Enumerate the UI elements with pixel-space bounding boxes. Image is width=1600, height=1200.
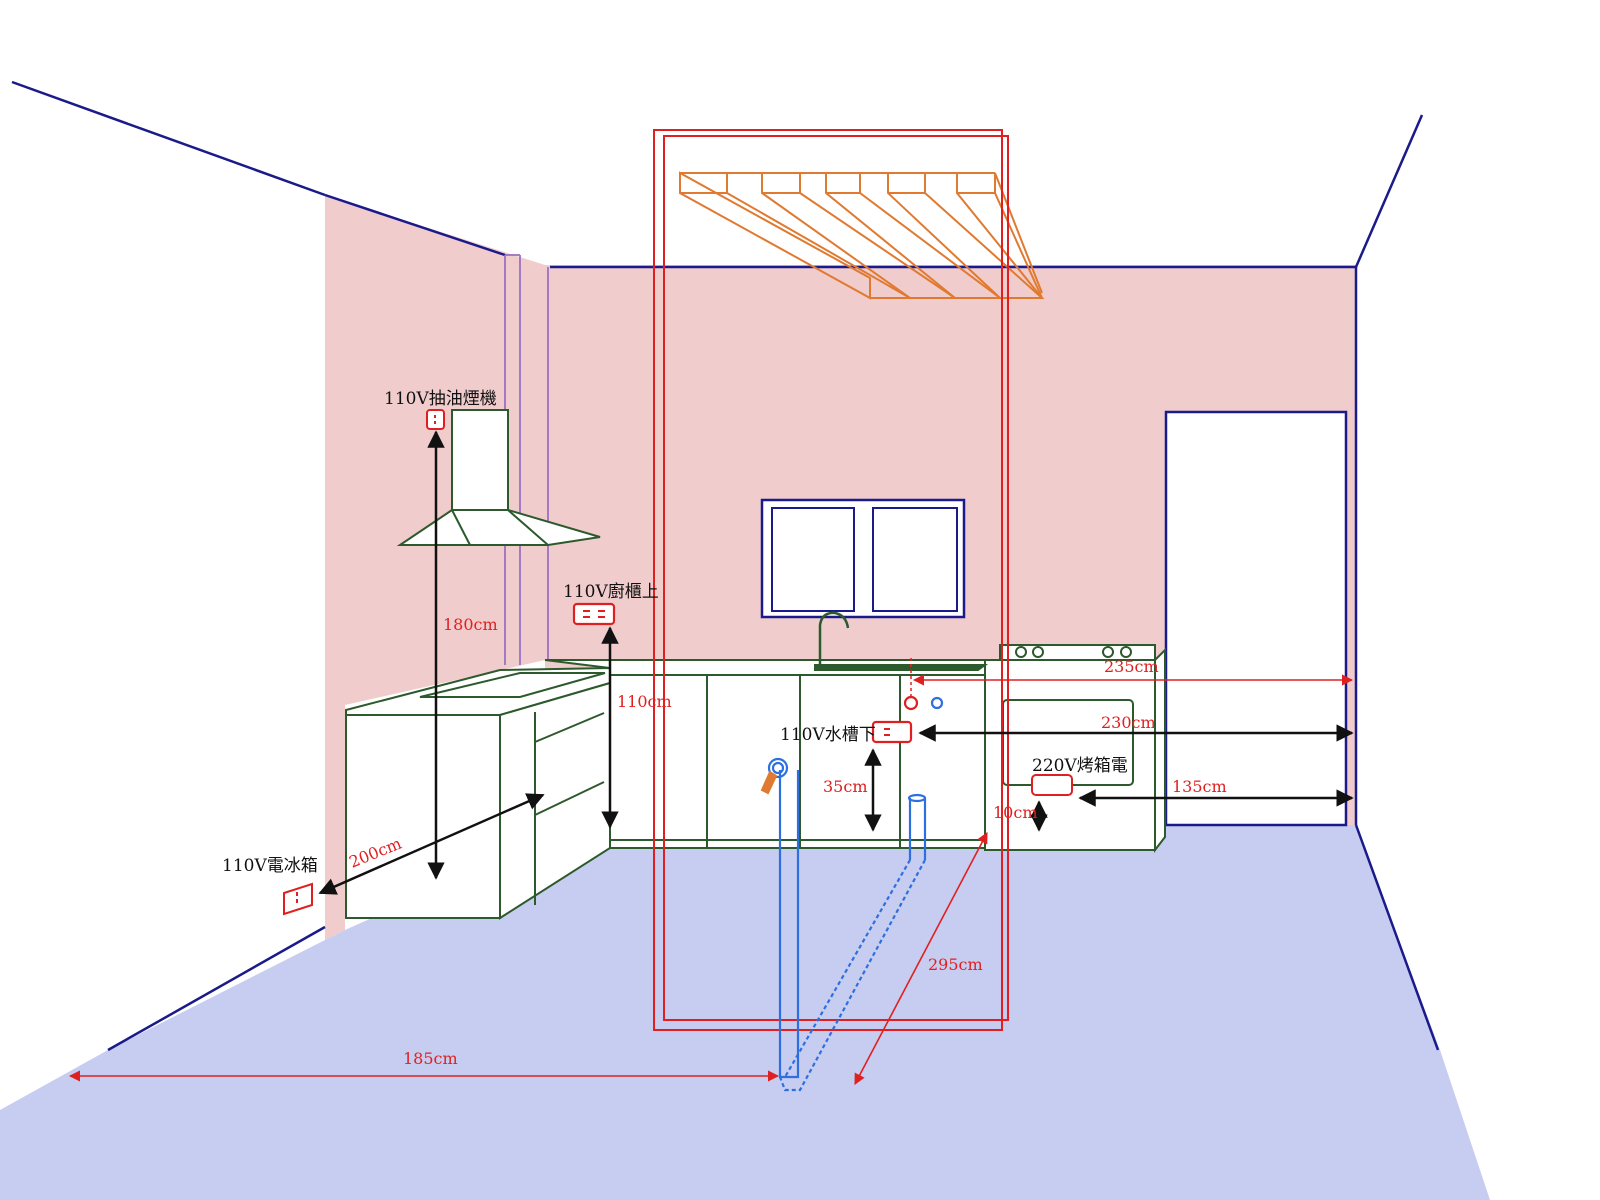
hood-edge-2 [507, 509, 549, 546]
rack-slat-2 [761, 173, 959, 299]
left-cabinet-front [345, 714, 501, 919]
boundary-outer [653, 129, 1003, 1031]
outlet-fridge-icon [283, 882, 313, 916]
dim-35: 35cm [823, 777, 868, 796]
rack-slat-4 [887, 173, 1045, 299]
outlet-red [903, 695, 919, 711]
label-sink-outlet: 110V水槽下 [780, 725, 876, 745]
ceiling-corner-line [324, 193, 506, 257]
dim-185: 185cm [403, 1049, 458, 1068]
knob-2 [1032, 646, 1044, 658]
outlet-oven-icon [1031, 774, 1073, 796]
boundary-inner [663, 135, 1009, 1021]
room-outline [11, 80, 1440, 1052]
floor [0, 825, 1490, 1200]
label-hood-outlet: 110V抽油煙機 [384, 389, 497, 409]
knob-4 [1120, 646, 1132, 658]
window-frame [760, 498, 966, 619]
right-floor-line [1354, 824, 1440, 1051]
electrical-boundary [653, 129, 1009, 1031]
hood-canopy [396, 509, 601, 546]
outlet-blue [930, 696, 944, 710]
red-dimension-arrows [68, 674, 1354, 1085]
label-oven-outlet: 220V烤箱電 [1032, 756, 1128, 776]
hood-chimney [451, 409, 509, 511]
label-fridge-outlet: 110V電冰箱 [222, 856, 318, 876]
dim-295: 295cm [928, 955, 983, 974]
arrow-295 [854, 832, 988, 1085]
outlet-hood-icon [426, 409, 445, 430]
rack-slat-3 [825, 173, 1003, 299]
window [760, 498, 966, 619]
outlet-cabinet-icon [572, 602, 616, 626]
outlet-sink-icon [871, 720, 913, 744]
knob-1 [1015, 646, 1027, 658]
sink [814, 664, 989, 671]
dim-10: 10cm [993, 803, 1038, 822]
black-dimension-arrows [318, 430, 1354, 895]
label-cabinet-outlet: 110V廚櫃上 [563, 581, 659, 602]
valve-handle [760, 770, 778, 795]
arrow-200 [318, 793, 545, 895]
range-hood [396, 409, 601, 546]
drawer-line-2 [534, 781, 605, 816]
rack-slat-1 [679, 171, 914, 300]
faucet [818, 611, 850, 665]
supply-pipe [778, 770, 800, 1079]
window-pane-right [872, 507, 958, 612]
hood-edge-1 [451, 509, 471, 546]
dim-235: 235cm [1104, 657, 1159, 676]
ceiling-rack [679, 171, 1045, 300]
dim-230: 230cm [1101, 713, 1156, 732]
dim-180: 180cm [443, 615, 498, 634]
supply-pipe-top [767, 757, 789, 779]
right-ceiling-line [1354, 114, 1424, 268]
ceiling-left-line [11, 80, 326, 197]
window-pane-left [771, 507, 855, 612]
dim-135: 135cm [1172, 777, 1227, 796]
supply-pipe-top-inner [771, 761, 785, 775]
drain-pipe-run [778, 859, 926, 1092]
drawer-line-1 [534, 712, 605, 743]
dim-110: 110cm [617, 692, 672, 711]
left-floor-line [107, 925, 326, 1052]
knob-3 [1102, 646, 1114, 658]
drain-pipe-top [907, 793, 927, 803]
doorway [1164, 410, 1348, 827]
